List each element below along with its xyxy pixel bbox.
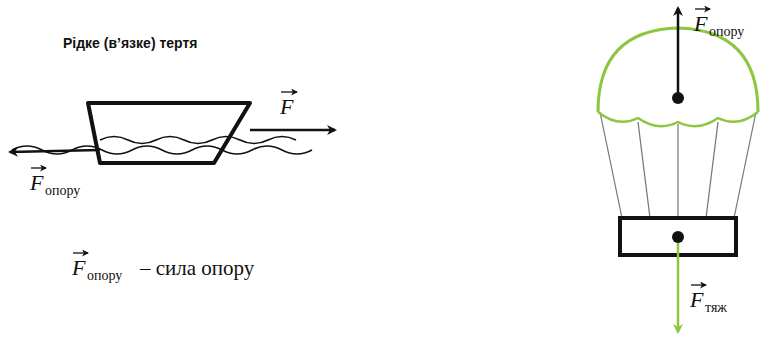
subscript: опору (709, 25, 744, 39)
vector-symbol: F (280, 96, 293, 118)
drag-arrow (10, 150, 100, 152)
vector-symbol: F (690, 289, 703, 311)
canopy-edge (598, 112, 758, 126)
force-point (672, 92, 684, 104)
subscript: тяж (705, 301, 727, 315)
drag-arrow (677, 8, 680, 98)
vector-sign (31, 9, 710, 285)
vector-symbol: F (30, 172, 43, 194)
definition-text: – сила опору (140, 258, 254, 279)
shroud-lines (600, 112, 756, 218)
subscript: опору (87, 269, 122, 283)
vector-symbol: F (72, 257, 85, 279)
gravity-arrow (677, 240, 680, 332)
force-arrow (250, 129, 335, 132)
subscript: опору (45, 184, 80, 198)
boat-body (88, 103, 250, 163)
force-point (672, 231, 684, 243)
water-wave (100, 137, 296, 144)
vector-symbol: F (694, 13, 707, 35)
section-title: Рідке (в’язке) тертя (63, 36, 197, 50)
